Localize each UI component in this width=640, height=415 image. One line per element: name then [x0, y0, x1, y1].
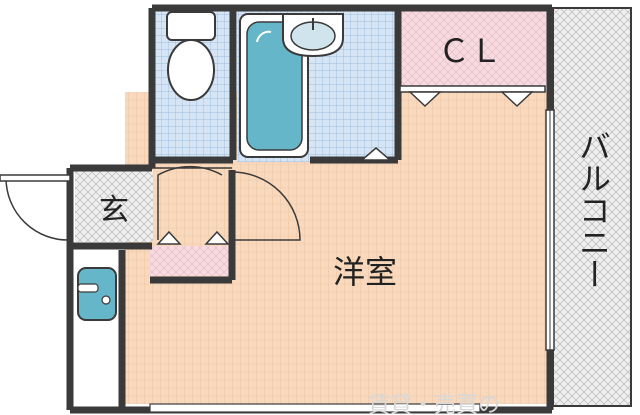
entrance-floor: [75, 170, 153, 242]
toilet-icon: [166, 11, 216, 101]
balcony-floor: [552, 7, 632, 407]
closet-floor: [398, 10, 548, 92]
bath-door: [359, 147, 393, 161]
washbasin-icon: [282, 13, 344, 58]
swing-doors: [0, 165, 301, 241]
entrance-label: 玄: [99, 193, 129, 228]
closet-label: ＣＬ: [438, 32, 502, 70]
balcony-label: バルコニー: [574, 130, 612, 290]
closet-doors: [399, 85, 546, 108]
sink-icon: [77, 267, 117, 321]
western-room-label: 洋室: [333, 253, 397, 291]
watermark: 賃貸・売買の: [368, 393, 500, 415]
